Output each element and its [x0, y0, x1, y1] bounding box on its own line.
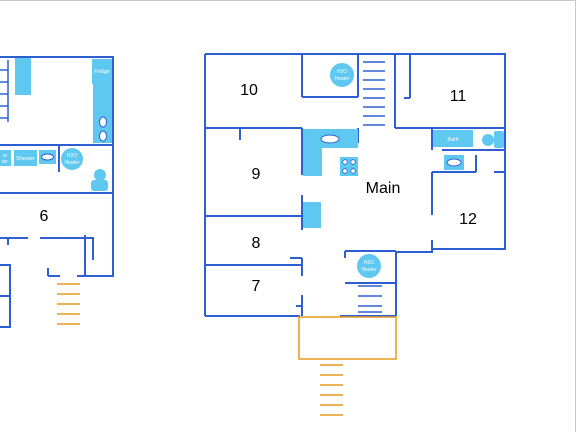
partial-label-2: ter	[2, 159, 8, 165]
toilet-partial-fixture	[0, 150, 11, 166]
room-11-label: 11	[450, 88, 467, 105]
bath-tub-fixture	[433, 130, 473, 147]
right-top-stairs	[363, 61, 385, 126]
right-outdoor-stairs	[320, 364, 343, 416]
room-main-label: Main	[366, 180, 401, 197]
stove-fixture	[340, 157, 358, 176]
left-sink-basin	[41, 153, 54, 161]
left-outdoor-stairs	[57, 283, 80, 325]
left-floor-plan: Fridge er ter Shower H2O Heater 6	[0, 56, 114, 328]
water-heater-left-fixture	[61, 148, 83, 170]
room-7-label: 7	[252, 278, 261, 295]
water-heater-left-label-2: Heater	[64, 160, 79, 166]
partial-label-1: er	[3, 153, 8, 159]
bath-toilet-bowl	[482, 134, 494, 146]
room-9-label: 9	[252, 166, 261, 183]
right-bottom-stairs	[358, 285, 382, 313]
shower-fixture	[14, 150, 37, 166]
kitchen-counter-fixture	[303, 129, 358, 176]
fridge-fixture	[92, 59, 112, 84]
room-6-label: 6	[40, 208, 49, 225]
bath-toilet-tank	[494, 131, 504, 148]
water-heater-top-label-1: H2O	[337, 69, 347, 75]
sink-basin-bottom	[99, 130, 107, 142]
fridge-right-fixture	[303, 202, 321, 228]
toilet-bowl-fixture	[94, 169, 106, 181]
right-floor-plan: H2O Heater Bath H2O Heater 10 11 9 Main …	[204, 53, 506, 416]
left-stair-marks	[0, 60, 9, 122]
sink-basin-top	[99, 116, 107, 128]
bath-sink-basin	[446, 158, 462, 167]
porch-deck	[298, 316, 397, 360]
toilet-tank-fixture	[91, 180, 108, 191]
fridge-label: Fridge	[94, 69, 110, 75]
room-12-label: 12	[459, 211, 477, 228]
left-walls	[0, 56, 114, 328]
water-heater-bottom-label-2: Heater	[361, 267, 376, 273]
water-heater-left-label-1: H2O	[67, 153, 77, 159]
right-walls	[204, 53, 506, 317]
room-8-label: 8	[252, 235, 261, 252]
water-heater-bottom-fixture	[357, 254, 381, 278]
room-10-label: 10	[240, 82, 258, 99]
kitchen-sink-basin	[320, 134, 340, 144]
water-heater-top-fixture	[330, 63, 354, 87]
counter-right-fixture	[93, 84, 112, 143]
water-heater-top-label-2: Heater	[334, 76, 349, 82]
shower-label: Shower	[16, 156, 35, 162]
water-heater-bottom-label-1: H2O	[364, 260, 374, 266]
bath-label: Bath	[447, 137, 458, 143]
counter-fixture	[15, 58, 31, 95]
stove-burners	[342, 159, 356, 174]
